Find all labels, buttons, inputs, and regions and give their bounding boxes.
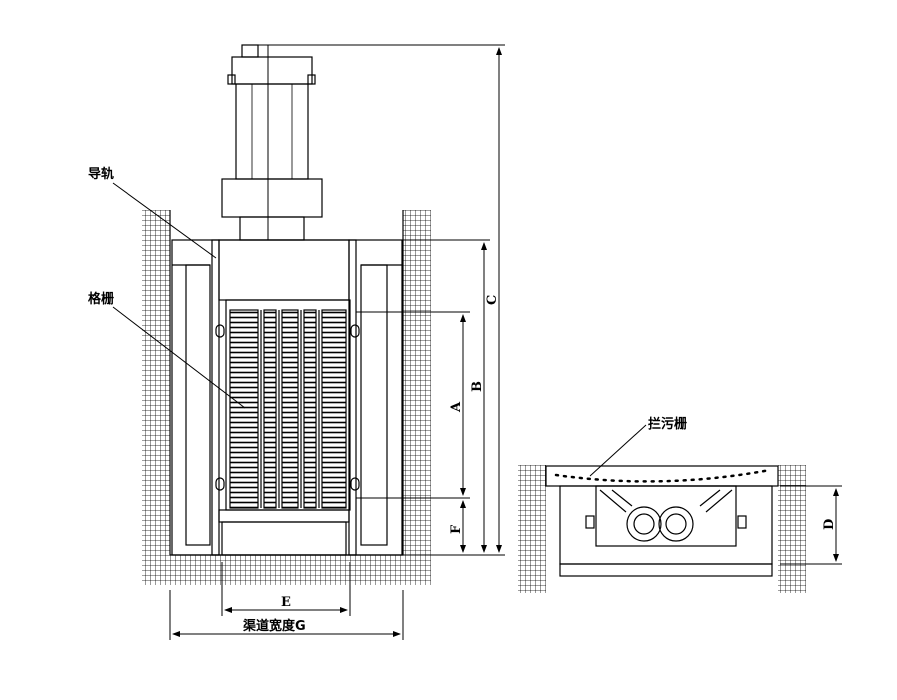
trash-rack-label: 拦污栅 (648, 416, 687, 432)
front-view (112, 44, 505, 640)
dimension-d-label: D (822, 519, 837, 530)
leader-trash-rack (589, 424, 647, 477)
leader-guide-rail (112, 182, 217, 259)
channel-width-label: 渠道宽度G (242, 618, 306, 634)
side-wall-hatch (518, 465, 806, 593)
leader-grid (112, 306, 246, 409)
guide-rail-left (211, 239, 220, 556)
dimension-e-label: E (281, 595, 291, 610)
drum-right (658, 506, 694, 542)
guide-rail-label: 导轨 (88, 166, 114, 182)
dimension-a-label: A (449, 401, 464, 413)
dimension-lines (169, 44, 505, 640)
guide-rail-right (348, 239, 357, 556)
side-view (518, 424, 842, 593)
dimension-f-label: F (449, 524, 464, 534)
dimension-b-label: B (470, 381, 485, 392)
side-dimension-lines (780, 485, 842, 565)
screen-grid (215, 299, 360, 556)
dimension-c-label: C (485, 295, 500, 305)
motor-drive (221, 44, 323, 241)
grid-label: 格栅 (88, 291, 114, 307)
drum-left (626, 506, 662, 542)
trash-rack (545, 465, 779, 487)
channel-wall-hatch (142, 210, 431, 585)
